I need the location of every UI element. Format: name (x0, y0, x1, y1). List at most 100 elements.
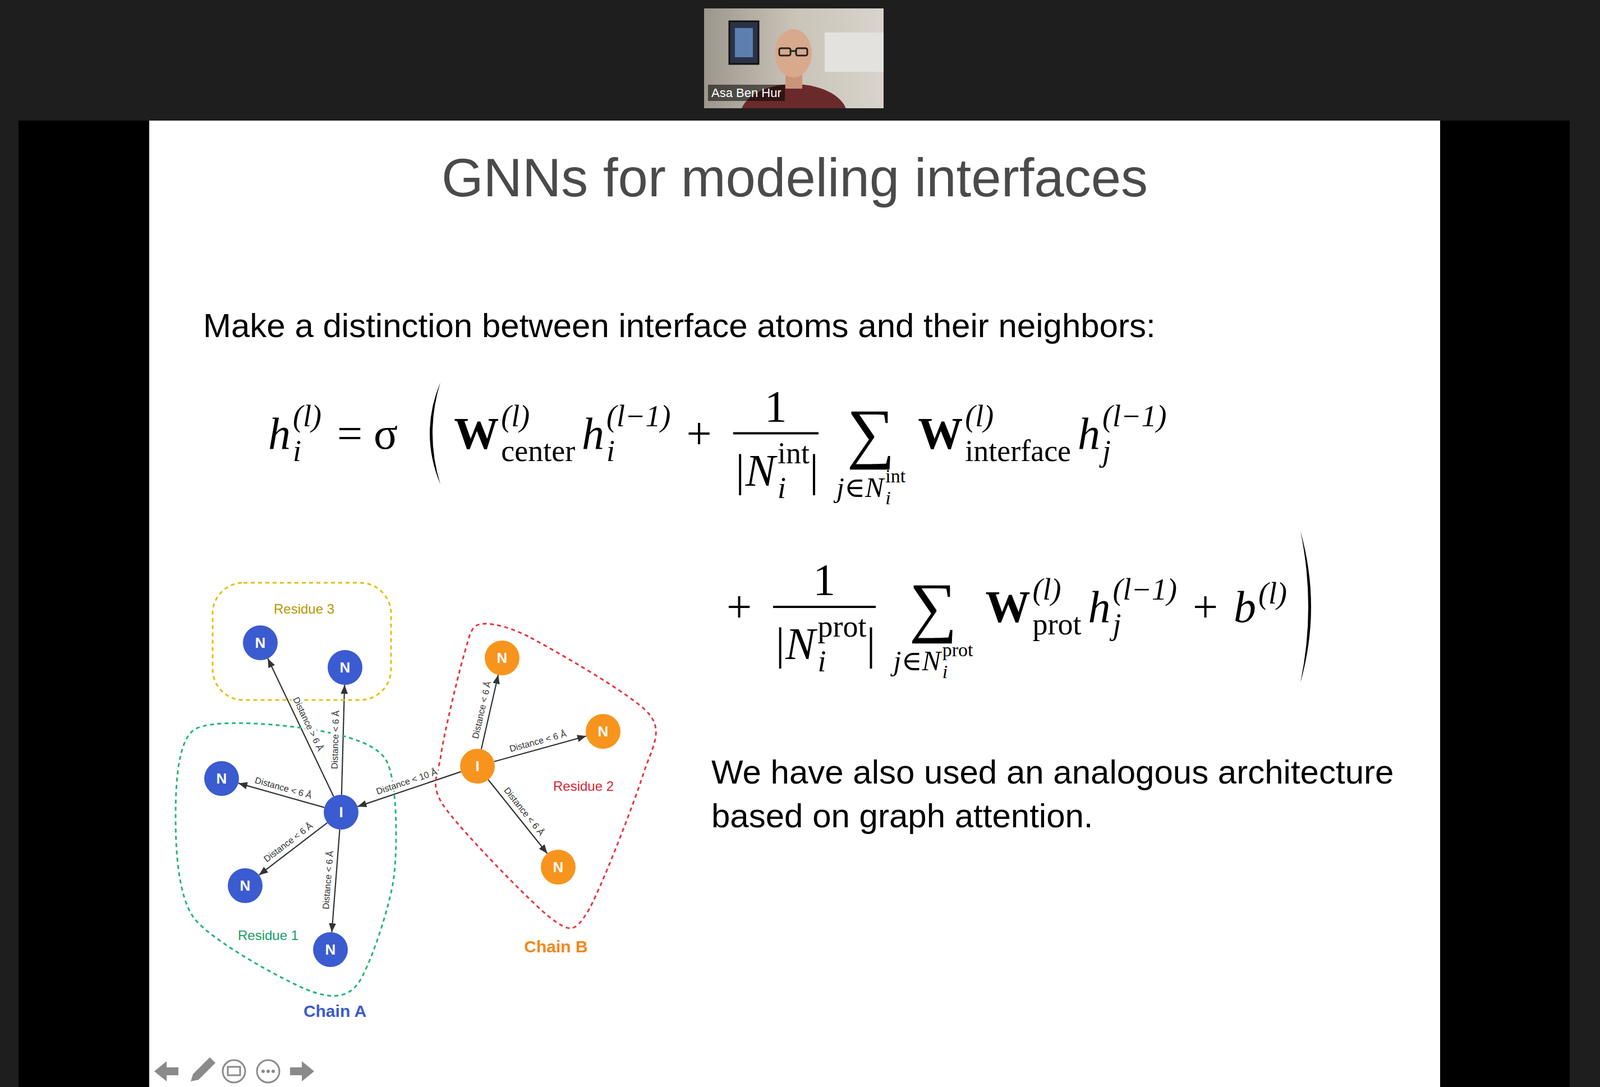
atom-node: N (540, 849, 576, 885)
label-slot: Distance < 10 Å (373, 766, 441, 798)
atom-label: N (598, 724, 609, 739)
math-symbol: 1 (812, 537, 836, 606)
label-slot: Distance < 6 Å (507, 728, 570, 755)
view-icon (222, 1060, 246, 1083)
label-slot: Distance < 6 Å (329, 708, 342, 771)
math-symbol: W (985, 584, 1031, 630)
slide (149, 120, 1441, 1087)
edge-label: Distance < 6 Å (320, 849, 335, 912)
atom-node: N (585, 714, 621, 749)
math-symbol: + (1192, 584, 1218, 630)
atom-node: I (460, 748, 495, 784)
label-slot: Distance > 6 Å (290, 693, 326, 754)
atom-label: N (339, 660, 351, 675)
math-symbol: int (777, 437, 810, 468)
atom-label: I (475, 759, 480, 774)
math-symbol: i (777, 472, 786, 503)
math-symbol: ∑ (847, 399, 896, 467)
next-arrow (290, 1061, 315, 1082)
label-slot: Distance < 6 Å (320, 849, 335, 913)
math-symbol: 1 (764, 363, 788, 432)
atom-node: N (242, 625, 278, 661)
math-symbol: + (726, 584, 752, 630)
pen-icon (190, 1057, 216, 1082)
slide-title: GNNs for modeling interfaces (441, 147, 1148, 208)
atom-label: N (240, 878, 251, 894)
distance-arrow (331, 829, 340, 933)
math-symbol: prot (942, 640, 974, 660)
math-symbol: prot (1032, 609, 1082, 640)
glasses (796, 48, 808, 56)
more-dot (266, 1069, 270, 1074)
more-dot (261, 1069, 265, 1074)
math-symbol: ∑ (909, 573, 958, 641)
math-symbol: = σ (337, 410, 398, 456)
math-symbol: | (866, 621, 876, 667)
math-symbol: (l) (1032, 574, 1062, 605)
more-dot (271, 1069, 275, 1074)
edge-label: Distance < 6 Å (500, 784, 547, 839)
math-symbol: j (1113, 609, 1122, 640)
edge-label: Distance < 6 Å (260, 820, 316, 866)
atom-label: N (255, 635, 266, 651)
whiteboard (824, 32, 884, 72)
residue-label: Residue 2 (553, 778, 614, 794)
edge-label: Distance > 6 Å (290, 693, 326, 754)
label-slot: Asa Ben Hur (707, 85, 785, 101)
parenthesis-stroke (1300, 531, 1312, 683)
math-symbol: (l−1) (606, 400, 671, 431)
head (774, 29, 812, 78)
residue-label: Residue 1 (237, 927, 299, 944)
distance-arrow (488, 779, 547, 854)
fraction-bar (773, 605, 876, 609)
edge-label: Distance < 10 Å (373, 766, 441, 797)
chain-label: Chain B (523, 937, 588, 956)
previous-arrow (154, 1061, 179, 1082)
view-icon (227, 1067, 241, 1076)
label-slot: Distance < 6 Å (252, 774, 315, 802)
slide-text: We have also used an analogous architect… (711, 753, 1394, 835)
label-slot: Residue 1 (237, 927, 299, 944)
math-symbol: h (1077, 410, 1101, 456)
atom-node: N (484, 640, 520, 676)
atom-label: I (338, 805, 343, 820)
math-symbol: i (942, 662, 948, 682)
dashed-outline (175, 723, 397, 996)
math-symbol: |N (773, 621, 816, 667)
residue-outline (211, 581, 393, 702)
edge-label: Distance < 6 Å (252, 774, 315, 801)
parenthesis-stroke (429, 382, 441, 485)
picture-frame (729, 21, 759, 64)
label-slot: Distance < 6 Å (470, 679, 494, 743)
atom-label: N (216, 771, 228, 786)
label-slot: Chain A (303, 1001, 367, 1022)
atom-node: N (313, 932, 348, 968)
math-symbol: (l) (292, 400, 322, 431)
math-symbol: (l−1) (1102, 400, 1167, 431)
math-symbol: i (885, 488, 891, 508)
math-symbol: interface (964, 435, 1071, 466)
atom-label: N (497, 650, 508, 666)
participant-name: Asa Ben Hur (707, 84, 785, 101)
presentation-area (18, 120, 1570, 1087)
math-symbol: prot (817, 611, 867, 642)
math-symbol: W (453, 410, 499, 456)
math-symbol: (l) (1258, 578, 1287, 609)
glasses (779, 48, 791, 56)
equation-line: h(l)i= σW(l)centerh(l−1)i+1|Ninti|∑j∈Nin… (268, 359, 1167, 508)
equation-line: +1|Nproti|∑j∈NprotiW(l)proth(l−1)j+b(l) (717, 531, 1328, 683)
edge-label: Distance < 6 Å (470, 679, 494, 743)
label-slot: Distance < 6 Å (500, 784, 547, 840)
atom-node: N (327, 650, 363, 685)
math-symbol: int (885, 466, 906, 486)
edge-label: Distance < 6 Å (507, 728, 570, 754)
math-symbol: j∈N (836, 472, 884, 501)
math-symbol: | (809, 447, 819, 493)
edge-label: Distance < 6 Å (329, 708, 341, 771)
webcam-video (704, 8, 884, 109)
math-symbol: i (817, 646, 826, 677)
residue-group: Residue 3NN (211, 581, 393, 702)
atom-label: N (325, 942, 337, 958)
math-symbol: j∈N (893, 646, 941, 675)
glasses-bridge (790, 50, 797, 53)
